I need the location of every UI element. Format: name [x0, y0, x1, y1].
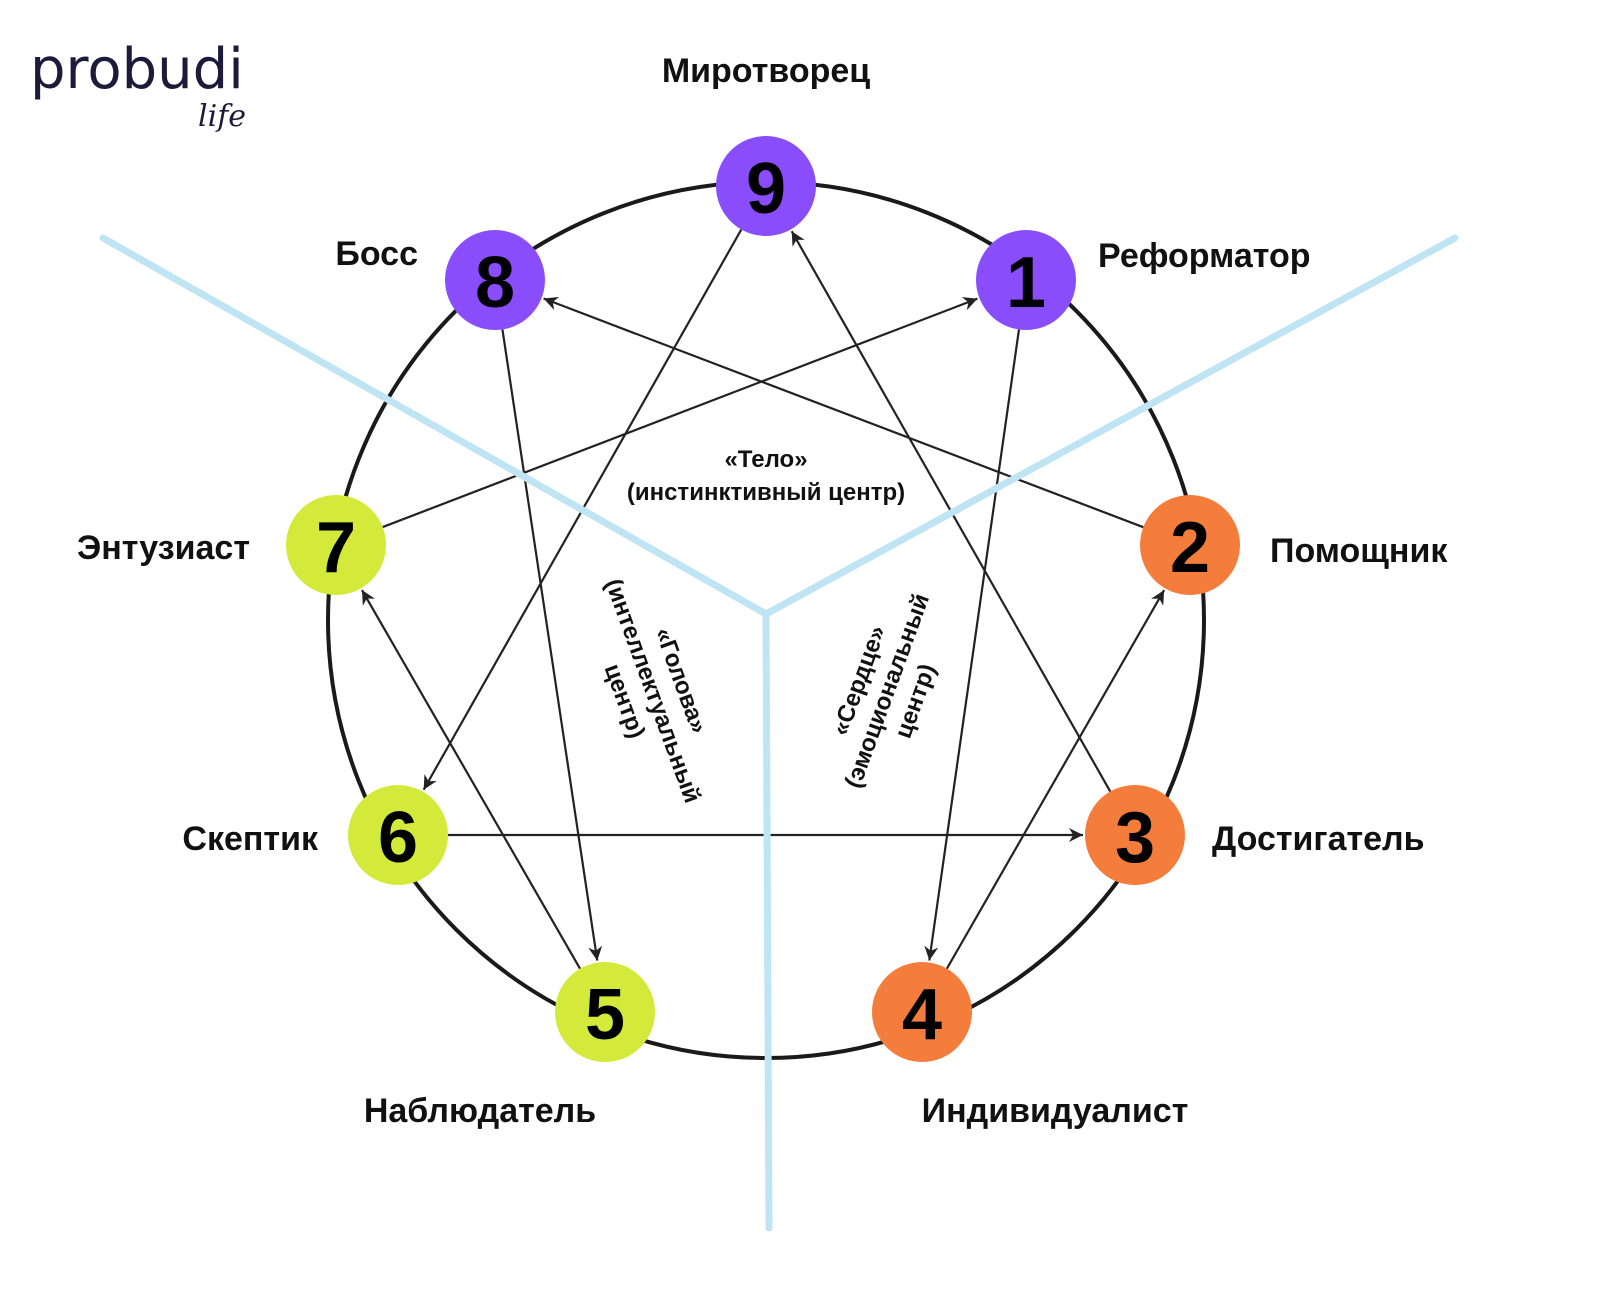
type-node-1: 1 Реформатор — [976, 230, 1310, 330]
type-label: Реформатор — [1098, 237, 1310, 275]
node-number: 9 — [746, 149, 786, 229]
type-node-6: 6 Скептик — [182, 785, 448, 885]
node-circle — [872, 962, 972, 1062]
node-number: 8 — [475, 243, 515, 323]
type-node-8: 8 Босс — [335, 230, 545, 330]
node-number: 6 — [378, 798, 418, 878]
divider-line-right — [762, 234, 1459, 618]
type-node-7: 7 Энтузиаст — [77, 495, 386, 595]
type-label: Миротворец — [662, 52, 870, 90]
logo: probudi life — [30, 37, 246, 134]
node-number: 1 — [1006, 243, 1046, 323]
center-body-label: «Тело» (инстинктивный центр) — [627, 446, 905, 506]
node-number: 2 — [1170, 508, 1210, 588]
type-node-9: 9 Миротворец — [662, 52, 870, 236]
logo-sub: life — [198, 99, 246, 134]
type-label: Индивидуалист — [922, 1092, 1189, 1130]
center-divider-lines — [99, 234, 1459, 1232]
arrow-1-to-4 — [924, 329, 1021, 961]
type-label: Наблюдатель — [364, 1092, 596, 1130]
logo-main: probudi — [30, 37, 244, 102]
arrow-2-to-8 — [543, 296, 1144, 529]
center-heart-label: «Сердце» (эмоциональный центр) — [827, 590, 942, 792]
node-circle — [286, 495, 386, 595]
arrow-4-to-2 — [945, 589, 1166, 970]
node-number: 5 — [585, 975, 625, 1055]
node-circle — [976, 230, 1076, 330]
divider-line-left — [99, 234, 770, 618]
type-node-3: 3 Достигатель — [1085, 785, 1425, 885]
node-number: 3 — [1115, 798, 1155, 878]
node-circle — [348, 785, 448, 885]
node-number: 7 — [316, 508, 356, 588]
node-circle — [1085, 785, 1185, 885]
arrow-5-to-7 — [361, 589, 581, 970]
arrow-8-to-5 — [501, 329, 603, 961]
divider-line-bottom — [762, 610, 773, 1232]
type-label: Достигатель — [1212, 820, 1425, 858]
arrow-lines — [361, 228, 1166, 970]
type-label: Босс — [335, 235, 418, 273]
node-circle — [716, 136, 816, 236]
arrow-7-to-1 — [382, 297, 978, 529]
center-head-label: «Голова» (интеллектуальный центр) — [599, 575, 713, 806]
body-center-title: «Тело» — [724, 446, 807, 473]
type-label: Скептик — [182, 820, 319, 858]
type-label: Энтузиаст — [77, 529, 250, 567]
node-circle — [445, 230, 545, 330]
type-label: Помощник — [1270, 532, 1448, 570]
node-number: 4 — [902, 975, 942, 1055]
type-node-2: 2 Помощник — [1140, 495, 1448, 595]
body-center-subtitle: (инстинктивный центр) — [627, 479, 905, 506]
node-circle — [1140, 495, 1240, 595]
node-circle — [555, 962, 655, 1062]
type-nodes: 9 Миротворец 1 Реформатор 2 Помощник 3 Достигат… — [77, 52, 1448, 1130]
